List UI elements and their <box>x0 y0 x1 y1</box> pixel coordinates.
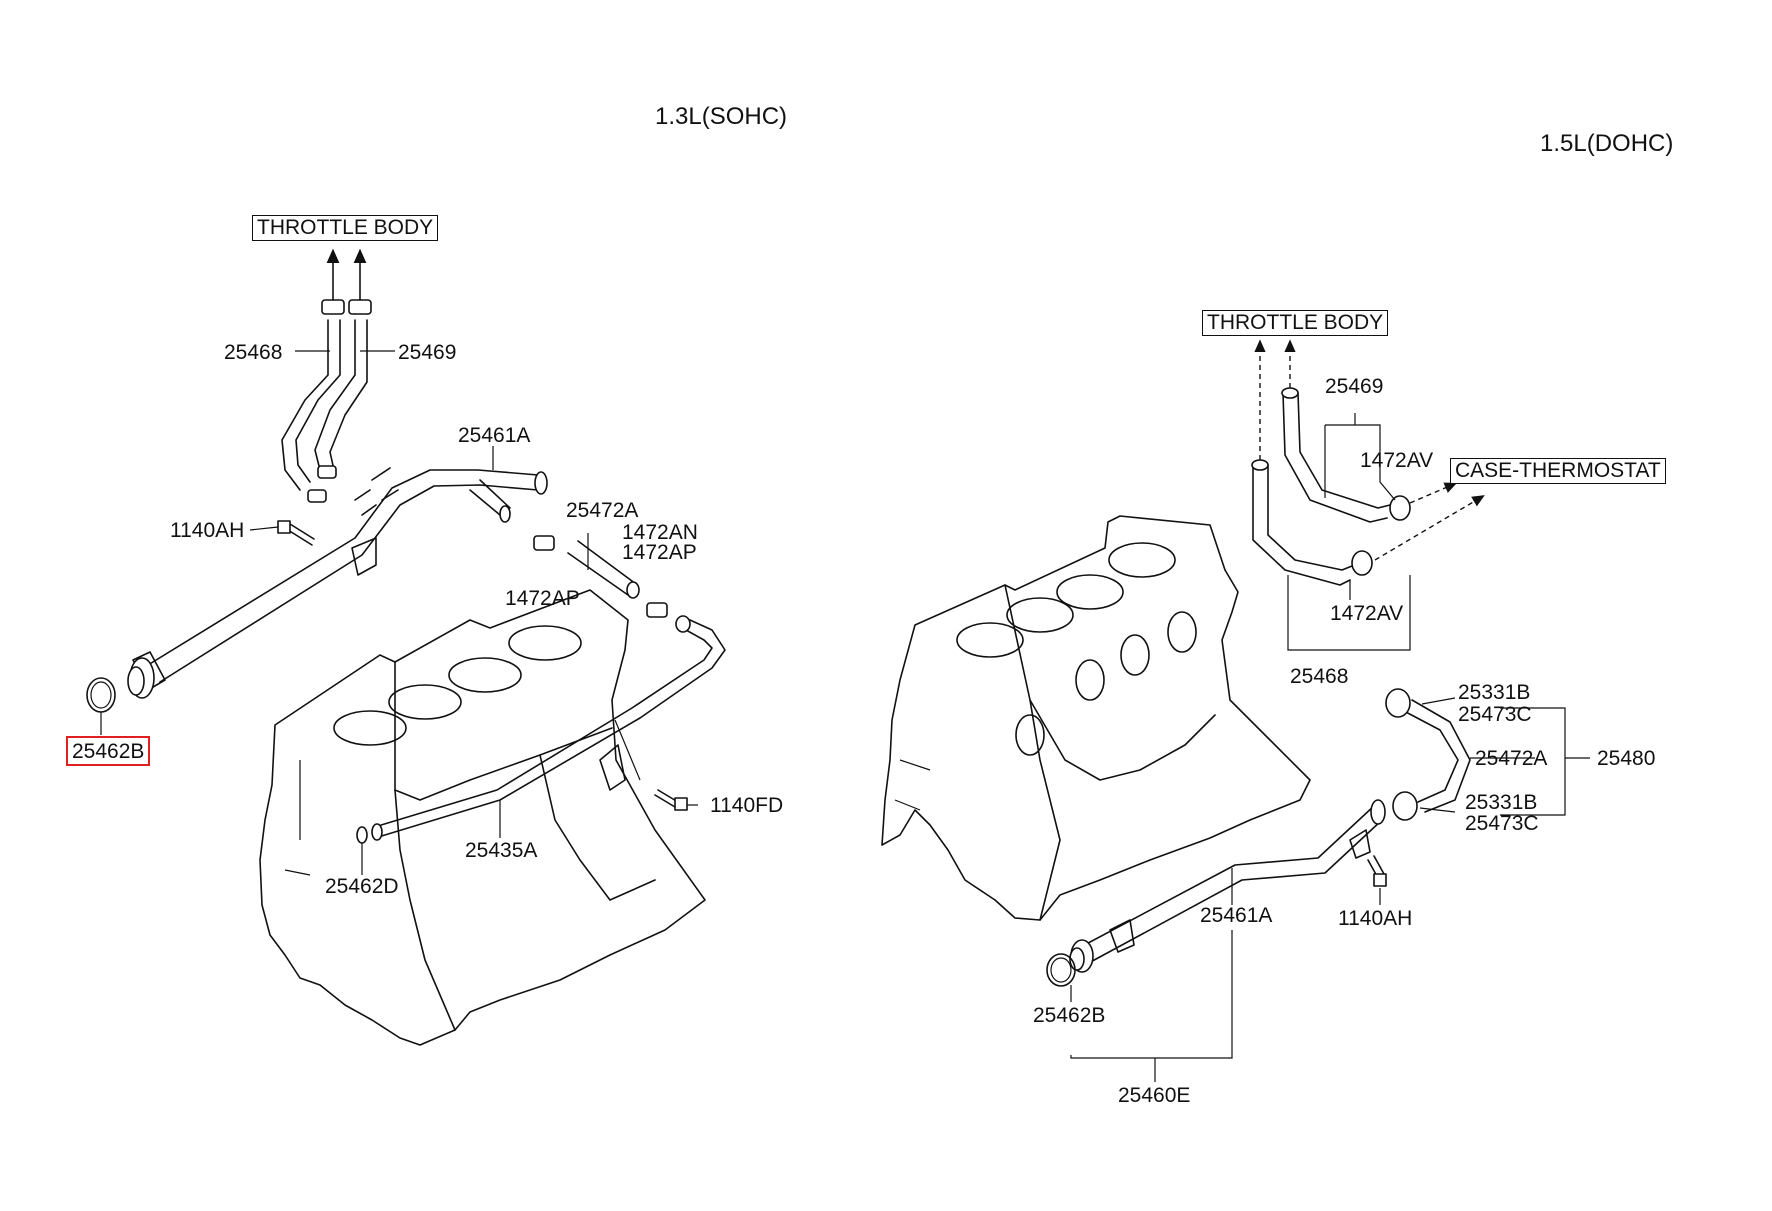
label-25472A-right: 25472A <box>1475 747 1548 770</box>
label-25435A-left: 25435A <box>465 839 538 862</box>
label-25331B-bottom-right: 25331B <box>1465 791 1538 814</box>
leaders-right <box>1070 413 1590 1082</box>
pipe-25461A-right <box>1069 799 1386 973</box>
label-1140AH-right: 1140AH <box>1338 907 1413 930</box>
label-25480-right: 25480 <box>1597 747 1656 770</box>
label-throttle-body-left: THROTTLE BODY <box>252 215 439 241</box>
pipe-25435A-left <box>371 615 726 841</box>
label-25462B-left-highlighted[interactable]: 25462B <box>66 736 151 766</box>
label-1472AV-bottom-right: 1472AV <box>1330 602 1404 625</box>
section-title-sohc: 1.3L(SOHC) <box>655 103 788 130</box>
engine-block-right <box>881 515 1311 921</box>
bolt-1140AH-left <box>277 520 315 546</box>
hoses-25468-25469-right <box>1251 387 1411 586</box>
label-25468-right: 25468 <box>1290 665 1349 688</box>
label-1472AN-left: 1472AN <box>622 521 698 544</box>
bolt-1140FD-left <box>654 789 688 811</box>
bolt-1140AH-right <box>1367 855 1387 887</box>
label-25472A-left: 25472A <box>566 499 639 522</box>
label-25461A-right: 25461A <box>1200 904 1273 927</box>
label-1140FD-left: 1140FD <box>710 794 784 817</box>
label-25331B-top-right: 25331B <box>1458 681 1531 704</box>
label-case-thermostat: CASE-THERMOSTAT <box>1450 458 1666 484</box>
label-25460E-right: 25460E <box>1118 1084 1191 1107</box>
label-25469-right: 25469 <box>1325 375 1384 398</box>
engine-block-left <box>259 589 706 1046</box>
label-1140AH-left: 1140AH <box>170 519 245 542</box>
hoses-25468-25469-left <box>281 299 372 503</box>
pipe-25461A-left <box>127 467 548 699</box>
label-25473C-top-right: 25473C <box>1458 703 1532 726</box>
label-1472AV-top-right: 1472AV <box>1360 449 1434 472</box>
oring-25462B-right <box>1046 953 1076 987</box>
section-title-dohc: 1.5L(DOHC) <box>1540 130 1674 157</box>
oring-25462D-left <box>356 826 368 844</box>
label-25461A-left: 25461A <box>458 424 531 447</box>
label-1472AP-top-left: 1472AP <box>622 541 697 564</box>
label-25473C-bottom-right: 25473C <box>1465 812 1539 835</box>
label-25469-left: 25469 <box>398 341 457 364</box>
hose-25472A-left <box>533 535 668 618</box>
leaders-left <box>100 350 698 875</box>
label-25462D-left: 25462D <box>325 875 399 898</box>
label-25468-left: 25468 <box>224 341 283 364</box>
hose-25472A-right <box>1385 688 1471 821</box>
label-1472AP-left: 1472AP <box>505 587 580 610</box>
label-25462B-right: 25462B <box>1033 1004 1106 1027</box>
label-throttle-body-right: THROTTLE BODY <box>1202 310 1389 336</box>
